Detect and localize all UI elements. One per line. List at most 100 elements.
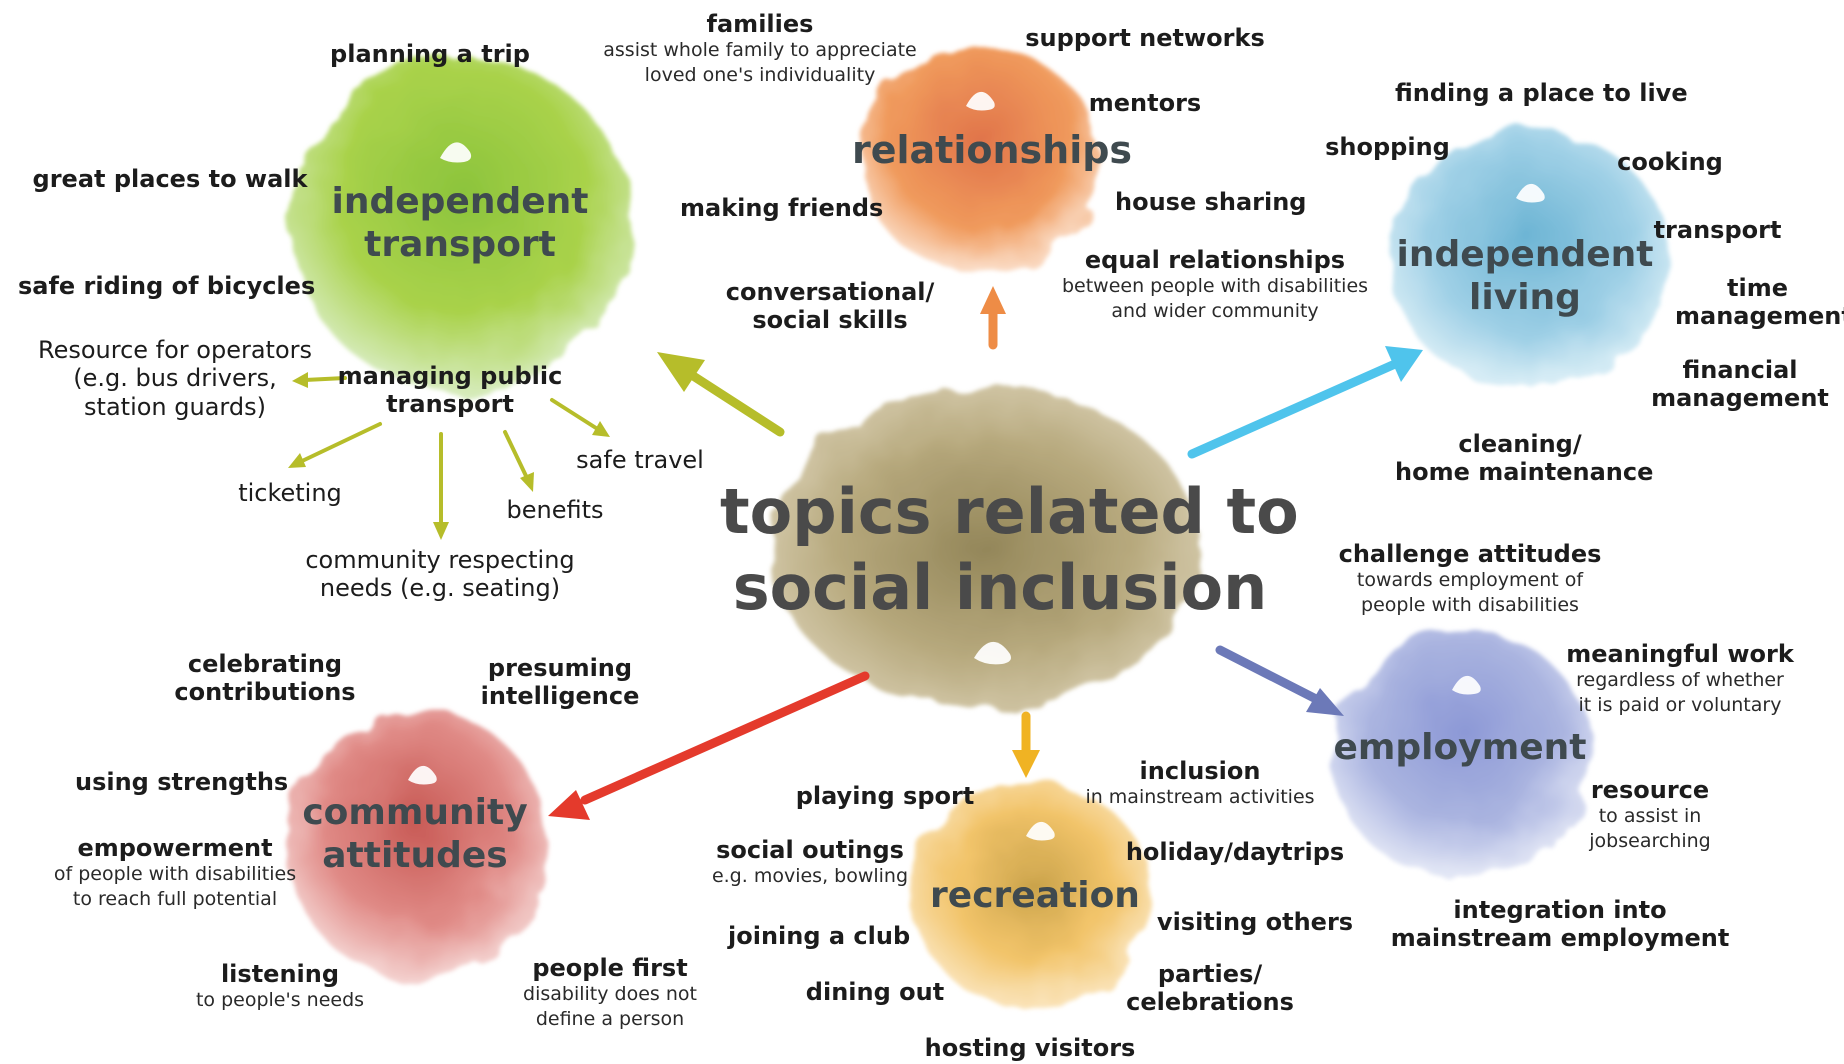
topic-meaningful-work: meaningful work regardless of whether it…	[1560, 640, 1800, 718]
topic-playing-sport: playing sport	[795, 782, 975, 810]
topic-safe-bicycles-label: safe riding of bicycles	[18, 272, 316, 300]
topic-celebrating-line1: celebrating	[187, 650, 343, 678]
topic-resource-operators-line3: station guards)	[84, 392, 266, 421]
highlight-community	[408, 765, 437, 785]
topic-joining-club: joining a club	[728, 922, 911, 950]
topic-empowerment-title: empowerment	[77, 834, 273, 862]
topic-using-strengths: using strengths	[75, 768, 289, 796]
topic-equal-relationships-title: equal relationships	[1084, 246, 1346, 274]
arrow-to-employment	[1215, 645, 1323, 705]
topic-integration: integration into mainstream employment	[1390, 896, 1730, 953]
topic-holiday: holiday/daytrips	[1120, 838, 1350, 866]
highlight-living	[1516, 183, 1545, 203]
subarrowhead-community	[433, 522, 449, 540]
topic-people-first-sub1: disability does not	[523, 983, 697, 1006]
arrow-to-living	[1187, 359, 1400, 459]
topic-equal-relationships-sub1: between people with disabilities	[1061, 275, 1369, 298]
topic-presuming-line2: intelligence	[480, 682, 640, 711]
topic-challenge-sub2: people with disabilities	[1361, 594, 1579, 616]
topic-listening: listening to people's needs	[180, 960, 380, 1013]
topic-visiting-label: visiting others	[1156, 908, 1354, 936]
topic-great-places-walk: great places to walk	[30, 165, 310, 193]
blob-community-attitudes	[288, 710, 548, 980]
topic-empowerment-sub2: to reach full potential	[72, 888, 278, 910]
topic-challenge-title: challenge attitudes	[1338, 540, 1602, 568]
arrowhead-community	[548, 790, 590, 820]
topic-social-outings-title: social outings	[716, 836, 904, 864]
topic-managing-public-line1: managing public	[337, 362, 563, 390]
blob-independent-living	[1390, 130, 1670, 390]
topic-time-management-line2: management	[1675, 302, 1844, 331]
topic-benefits: benefits	[500, 496, 610, 524]
topic-equal-relationships-sub2: and wider community	[1111, 300, 1319, 322]
topic-shopping-label: shopping	[1325, 133, 1450, 161]
topic-benefits-label: benefits	[506, 496, 604, 524]
category-recreation-line1: recreation	[930, 875, 1140, 916]
topic-managing-public-line2: transport	[386, 390, 514, 419]
topic-resource-jobsearch: resource to assist in jobsearching	[1575, 776, 1725, 854]
category-employment: employment	[1330, 726, 1590, 769]
category-independent-transport-line1: independent	[331, 181, 589, 222]
highlight-transport	[440, 142, 472, 163]
topic-house-sharing: house sharing	[1115, 188, 1307, 216]
topic-planning-trip-label: planning a trip	[330, 40, 530, 68]
topic-making-friends: making friends	[680, 194, 884, 222]
topic-families-sub1: assist whole family to appreciate	[603, 39, 917, 62]
center-title-line1: topics related to	[720, 475, 1299, 548]
topic-house-sharing-label: house sharing	[1115, 188, 1307, 216]
topic-listening-title: listening	[220, 960, 340, 988]
topic-safe-travel: safe travel	[570, 446, 710, 474]
topic-hosting-label: hosting visitors	[924, 1034, 1136, 1062]
topic-ticketing-label: ticketing	[238, 479, 342, 507]
topic-meaningful-sub2: it is paid or voluntary	[1578, 694, 1782, 716]
highlight-employment	[1452, 675, 1481, 695]
topic-resource-title: resource	[1590, 776, 1710, 804]
topic-finding-place-label: finding a place to live	[1395, 79, 1688, 107]
topic-support-networks: support networks	[1025, 24, 1265, 52]
topic-social-outings-sub1: e.g. movies, bowling	[711, 865, 909, 888]
topic-making-friends-label: making friends	[680, 194, 884, 222]
topic-community-respecting-line1: community respecting	[305, 546, 575, 574]
category-independent-living: independent living	[1390, 233, 1660, 319]
subarrowhead-benefits	[520, 472, 534, 492]
topic-financial-line1: financial	[1682, 356, 1798, 384]
topic-resource-sub1: to assist in	[1598, 805, 1702, 828]
topic-strengths-label: using strengths	[75, 768, 289, 796]
topic-people-first: people first disability does not define …	[510, 954, 710, 1032]
topic-joining-club-label: joining a club	[728, 922, 911, 950]
topic-families-title: families	[706, 10, 814, 38]
topic-empowerment-sub1: of people with disabilities	[53, 863, 297, 886]
topic-managing-public-transport: managing public transport	[330, 362, 570, 419]
arrowhead-living	[1385, 346, 1423, 382]
category-relationships-line1: relationships	[852, 128, 1133, 172]
category-relationships: relationships	[852, 128, 1133, 174]
topic-resource-operators-line1: Resource for operators	[37, 336, 313, 364]
category-independent-transport-line2: transport	[364, 224, 556, 266]
arrowhead-recreation	[1012, 750, 1040, 778]
topic-support-networks-label: support networks	[1025, 24, 1265, 52]
blob-recreation	[912, 783, 1152, 1007]
topic-inclusion: inclusion in mainstream activities	[1080, 757, 1320, 810]
topic-playing-sport-label: playing sport	[795, 782, 975, 810]
category-independent-living-line2: living	[1469, 277, 1581, 319]
topic-celebrating-line2: contributions	[174, 678, 356, 707]
topic-cleaning-line2: home maintenance	[1395, 458, 1654, 487]
blob-independent-transport	[292, 57, 632, 393]
topic-community-respecting: community respecting needs (e.g. seating…	[290, 546, 590, 603]
category-recreation: recreation	[915, 874, 1155, 917]
arrowhead-transport	[657, 352, 705, 392]
topic-time-management: time management	[1675, 274, 1844, 331]
topic-resource-operators: Resource for operators (e.g. bus drivers…	[30, 336, 320, 421]
topic-inclusion-title: inclusion	[1139, 757, 1261, 785]
topic-community-respecting-line2: needs (e.g. seating)	[319, 574, 561, 603]
topic-people-first-title: people first	[532, 954, 688, 982]
topic-cleaning-line1: cleaning/	[1458, 430, 1582, 458]
topic-planning-trip: planning a trip	[330, 40, 530, 68]
topic-time-management-line1: time	[1727, 274, 1788, 302]
topic-holiday-label: holiday/daytrips	[1125, 838, 1345, 866]
category-employment-line1: employment	[1333, 727, 1587, 768]
topic-social-outings: social outings e.g. movies, bowling	[700, 836, 920, 889]
subarrowhead-operators	[292, 372, 308, 388]
topic-visiting-others: visiting others	[1150, 908, 1360, 936]
